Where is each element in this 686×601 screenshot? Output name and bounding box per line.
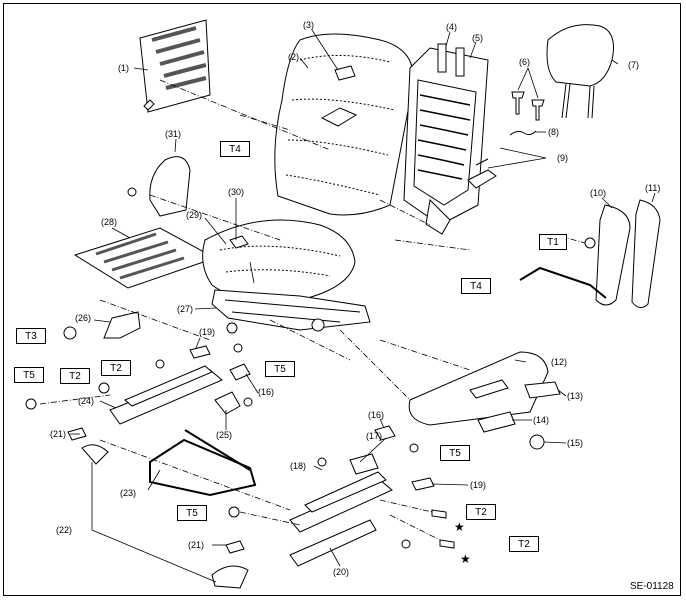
callout-29: (29) [186, 210, 203, 220]
torque-t5-left: T5 [14, 367, 44, 383]
headrest [546, 24, 614, 119]
torque-t2-left: T2 [60, 368, 90, 384]
seatback-wire [509, 130, 537, 136]
callout-14: (14) [533, 415, 550, 425]
callout-20: (20) [333, 567, 350, 577]
seatback-frame [403, 43, 489, 235]
callout-24: (24) [78, 396, 95, 406]
callout-25: (25) [216, 430, 233, 440]
rail-cap-21-lower [225, 540, 245, 554]
torque-t2-lower-b: T2 [509, 536, 539, 552]
height-lever [103, 311, 141, 339]
seat-frame [211, 289, 371, 334]
slide-lever-bar [149, 438, 257, 497]
callout-22: (22) [56, 525, 73, 535]
callout-10: (10) [590, 188, 607, 198]
callout-16-lower: (16) [368, 410, 385, 420]
cap-15 [529, 434, 545, 450]
callout-31: (31) [165, 129, 182, 139]
callout-28: (28) [101, 217, 118, 227]
bolt-t5-lower [409, 443, 419, 453]
seatback-clip [467, 169, 497, 189]
cap-t3 [63, 326, 77, 340]
callout-19-lower: (19) [470, 480, 487, 490]
recliner-cover [149, 156, 191, 217]
knob-14 [477, 411, 516, 433]
callout-3: (3) [303, 20, 314, 30]
screw-25 [243, 397, 253, 407]
torque-t4-lower: T4 [461, 278, 491, 294]
torque-t5-rail: T5 [177, 505, 207, 521]
callout-13: (13) [567, 391, 584, 401]
rail-cover-20 [289, 519, 377, 567]
seatback-heater-pad [139, 19, 211, 113]
callout-27: (27) [177, 304, 194, 314]
bolt-t2-lower-a [431, 509, 447, 519]
torque-t1: T1 [539, 234, 567, 250]
screw-31 [127, 187, 137, 197]
torque-t2-upper: T2 [101, 360, 131, 376]
torque-t2-lower-a: T2 [466, 504, 496, 520]
torque-t3: T3 [16, 328, 46, 344]
callout-30: (30) [228, 187, 245, 197]
clip-19-lower [411, 477, 435, 491]
rail-cover-22-lower [211, 565, 249, 589]
callout-4: (4) [446, 22, 457, 32]
bolt-t5-left [25, 398, 37, 410]
callout-12: (12) [551, 357, 568, 367]
left-slide-rail [98, 365, 223, 425]
release-cable [519, 266, 607, 299]
callout-8: (8) [548, 127, 559, 137]
cushion-heater-pad [73, 227, 217, 289]
callout-26: (26) [75, 313, 92, 323]
callout-19-upper: (19) [199, 327, 216, 337]
callout-9: (9) [557, 153, 568, 163]
callout-7: (7) [628, 60, 639, 70]
callout-15: (15) [567, 438, 584, 448]
seat-cushion [202, 219, 356, 302]
callout-2: (2) [288, 52, 299, 62]
callout-1: (1) [118, 63, 129, 73]
leader-lines [70, 29, 656, 583]
bolt-t5-rail [228, 506, 240, 518]
bracket-25 [214, 391, 241, 415]
bolt-t5-mid [233, 343, 243, 353]
right-slide-rail [289, 453, 393, 533]
seatback-clip-2 [475, 158, 489, 166]
star-mark-a: ★ [454, 520, 465, 534]
clip-19-upper [189, 345, 211, 359]
callout-16-upper: (16) [258, 387, 275, 397]
callout-23: (23) [120, 488, 137, 498]
seatback-cover [274, 33, 414, 216]
clip-16-upper [229, 363, 251, 381]
torque-t5-right: T5 [440, 445, 470, 461]
callout-21-lower: (21) [188, 540, 205, 550]
slide-rod [184, 429, 251, 471]
side-cover-inner [595, 204, 631, 306]
callout-21-upper: (21) [50, 429, 67, 439]
headrest-guides [511, 91, 545, 121]
diagram-border [3, 3, 681, 596]
bolt-t2-upper [155, 359, 165, 369]
torque-t4-upper: T4 [220, 141, 250, 157]
callout-5: (5) [472, 33, 483, 43]
bolt-t1 [584, 237, 596, 249]
diagram-code: SE-01128 [630, 581, 674, 592]
knob-13 [524, 381, 561, 399]
torque-t5-upper: T5 [265, 361, 295, 377]
callout-11: (11) [645, 183, 661, 193]
star-mark-b: ★ [460, 552, 471, 566]
assembly-lines [39, 79, 586, 541]
callout-18: (18) [290, 461, 307, 471]
callout-17: (17) [366, 431, 383, 441]
clip-16-lower [374, 425, 396, 441]
bolt-t2-lower-b [439, 539, 455, 549]
callout-6: (6) [519, 57, 530, 67]
side-cover-outer [631, 199, 661, 308]
bolt-misc [401, 539, 411, 549]
rail-cover-22-upper [81, 444, 109, 465]
